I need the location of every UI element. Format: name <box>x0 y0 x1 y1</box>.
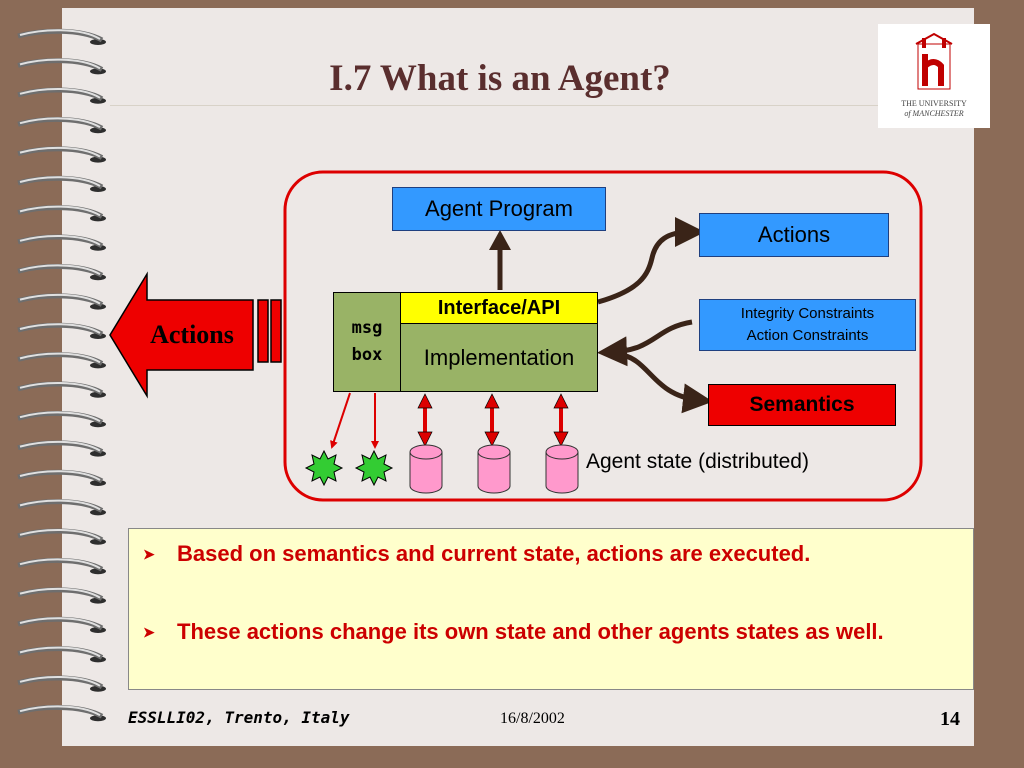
implementation-box: Implementation <box>400 323 598 392</box>
msg-out-arrow-1 <box>330 392 351 449</box>
spiral-ring-icon <box>17 116 106 134</box>
database-cylinders <box>409 444 579 494</box>
actions-box: Actions <box>699 213 889 257</box>
arrow-to-agent-program <box>489 230 511 290</box>
spiral-ring-icon <box>17 263 106 281</box>
agent-program-box: Agent Program <box>392 187 606 231</box>
burst-icon-1 <box>304 449 344 487</box>
slide-title: I.7 What is an Agent? <box>329 58 671 99</box>
bullet-arrow-icon: ➤ <box>143 546 155 562</box>
msg-box: msg box <box>333 292 401 392</box>
action-constraints-label: Action Constraints <box>746 327 869 344</box>
spiral-ring-icon <box>17 352 106 369</box>
db-arrows <box>417 393 569 447</box>
bullet-box: ➤ Based on semantics and current state, … <box>128 528 974 690</box>
spiral-ring-icon <box>17 499 106 516</box>
footer-page-number: 14 <box>940 708 960 730</box>
interface-api-box: Interface/API <box>400 292 598 324</box>
arrow-to-semantics <box>617 351 713 414</box>
msg-box-line2: box <box>351 345 383 365</box>
bullet-arrow-icon: ➤ <box>143 624 155 640</box>
footer-date: 16/8/2002 <box>500 710 565 727</box>
spiral-ring-icon <box>17 381 106 398</box>
logo-text-line2: of MANCHESTER <box>904 109 964 118</box>
constraints-box: Integrity Constraints Action Constraints <box>699 299 916 351</box>
spiral-ring-icon <box>17 587 106 604</box>
integrity-constraints-label: Integrity Constraints <box>740 305 875 322</box>
university-crest-icon <box>915 32 953 90</box>
spiral-ring-icon <box>17 528 106 545</box>
spiral-ring-icon <box>17 87 106 104</box>
spiral-ring-icon <box>17 410 106 428</box>
spiral-ring-icon <box>17 322 106 339</box>
spiral-ring-icon <box>17 205 106 222</box>
spiral-ring-icon <box>17 646 106 663</box>
spiral-ring-icon <box>17 616 106 633</box>
spiral-ring-icon <box>17 440 106 457</box>
arrow-constraints-to-implementation <box>597 319 693 367</box>
title-divider <box>110 105 954 106</box>
arrow-to-actions <box>597 217 705 305</box>
agent-state-label: Agent state (distributed) <box>586 450 809 473</box>
footer-conference: ESSLLI02, Trento, Italy <box>128 708 350 727</box>
semantics-box: Semantics <box>708 384 896 426</box>
spiral-ring-icon <box>17 58 106 75</box>
spiral-ring-icon <box>17 28 106 45</box>
spiral-ring-icon <box>17 675 106 692</box>
msg-box-line1: msg <box>351 318 383 338</box>
external-actions-arrow <box>109 271 282 399</box>
bullet-text-1: Based on semantics and current state, ac… <box>177 541 811 566</box>
agent-frame <box>283 170 923 502</box>
spiral-ring-icon <box>17 469 106 486</box>
bullet-text-2: These actions change its own state and o… <box>177 619 884 644</box>
university-logo: THE UNIVERSITY of MANCHESTER <box>878 24 990 128</box>
logo-text-line1: THE UNIVERSITY <box>901 99 967 108</box>
spiral-ring-icon <box>17 146 106 163</box>
external-actions-label: Actions <box>150 320 234 349</box>
spiral-ring-icon <box>17 175 106 192</box>
burst-icon-2 <box>354 449 394 487</box>
spiral-ring-icon <box>17 557 106 575</box>
spiral-binding <box>17 28 106 722</box>
spiral-ring-icon <box>17 293 106 310</box>
spiral-ring-icon <box>17 234 106 251</box>
spiral-ring-icon <box>17 704 106 722</box>
